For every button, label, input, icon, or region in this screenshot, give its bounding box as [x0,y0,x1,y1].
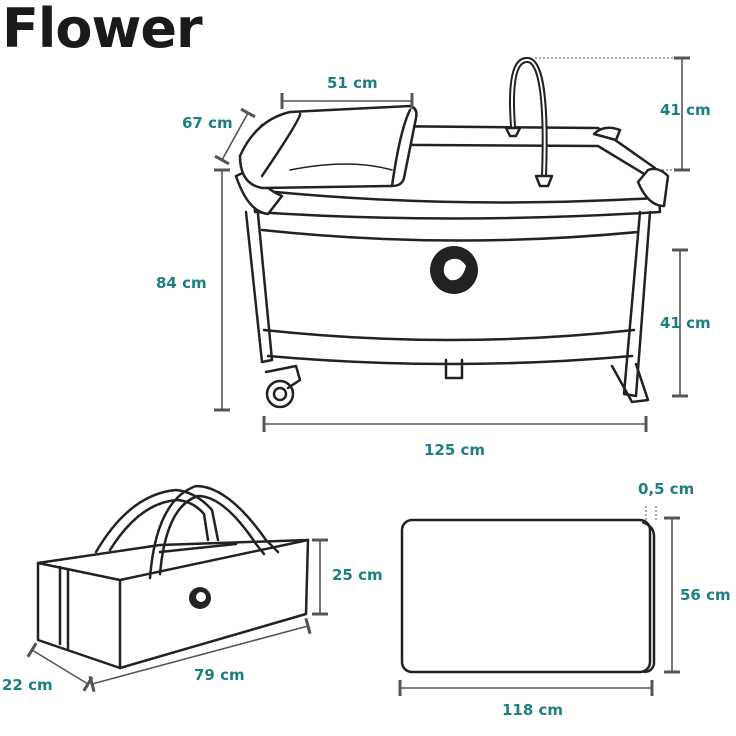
mattress-length-label: 118 cm [502,701,564,719]
bag-depth-label: 22 cm [2,676,53,694]
changer-depth-line [214,107,256,166]
arch-height-label: 41 cm [660,101,711,119]
brand-logo-icon [430,246,478,294]
bag-logo-icon [189,587,211,609]
changer-width-label: 51 cm [327,74,378,92]
bag-length-label: 79 cm [194,666,245,684]
bag-height-label: 25 cm [332,566,383,584]
total-length-label: 125 cm [424,441,486,459]
dimension-guides [535,57,682,520]
bag-depth-line [26,642,94,692]
carry-bag-illustration [36,484,310,670]
travel-cot-illustration [234,57,670,409]
mattress-width-label: 56 cm [680,586,731,604]
total-height-label: 84 cm [156,274,207,292]
bed-depth-label: 41 cm [660,314,711,332]
bag-length-line [88,617,312,693]
mattress-thickness-label: 0,5 cm [638,480,695,498]
dimension-lines [26,56,690,696]
product-title: Flower [2,0,203,60]
changer-depth-label: 67 cm [182,114,233,132]
mattress-illustration [400,518,656,674]
